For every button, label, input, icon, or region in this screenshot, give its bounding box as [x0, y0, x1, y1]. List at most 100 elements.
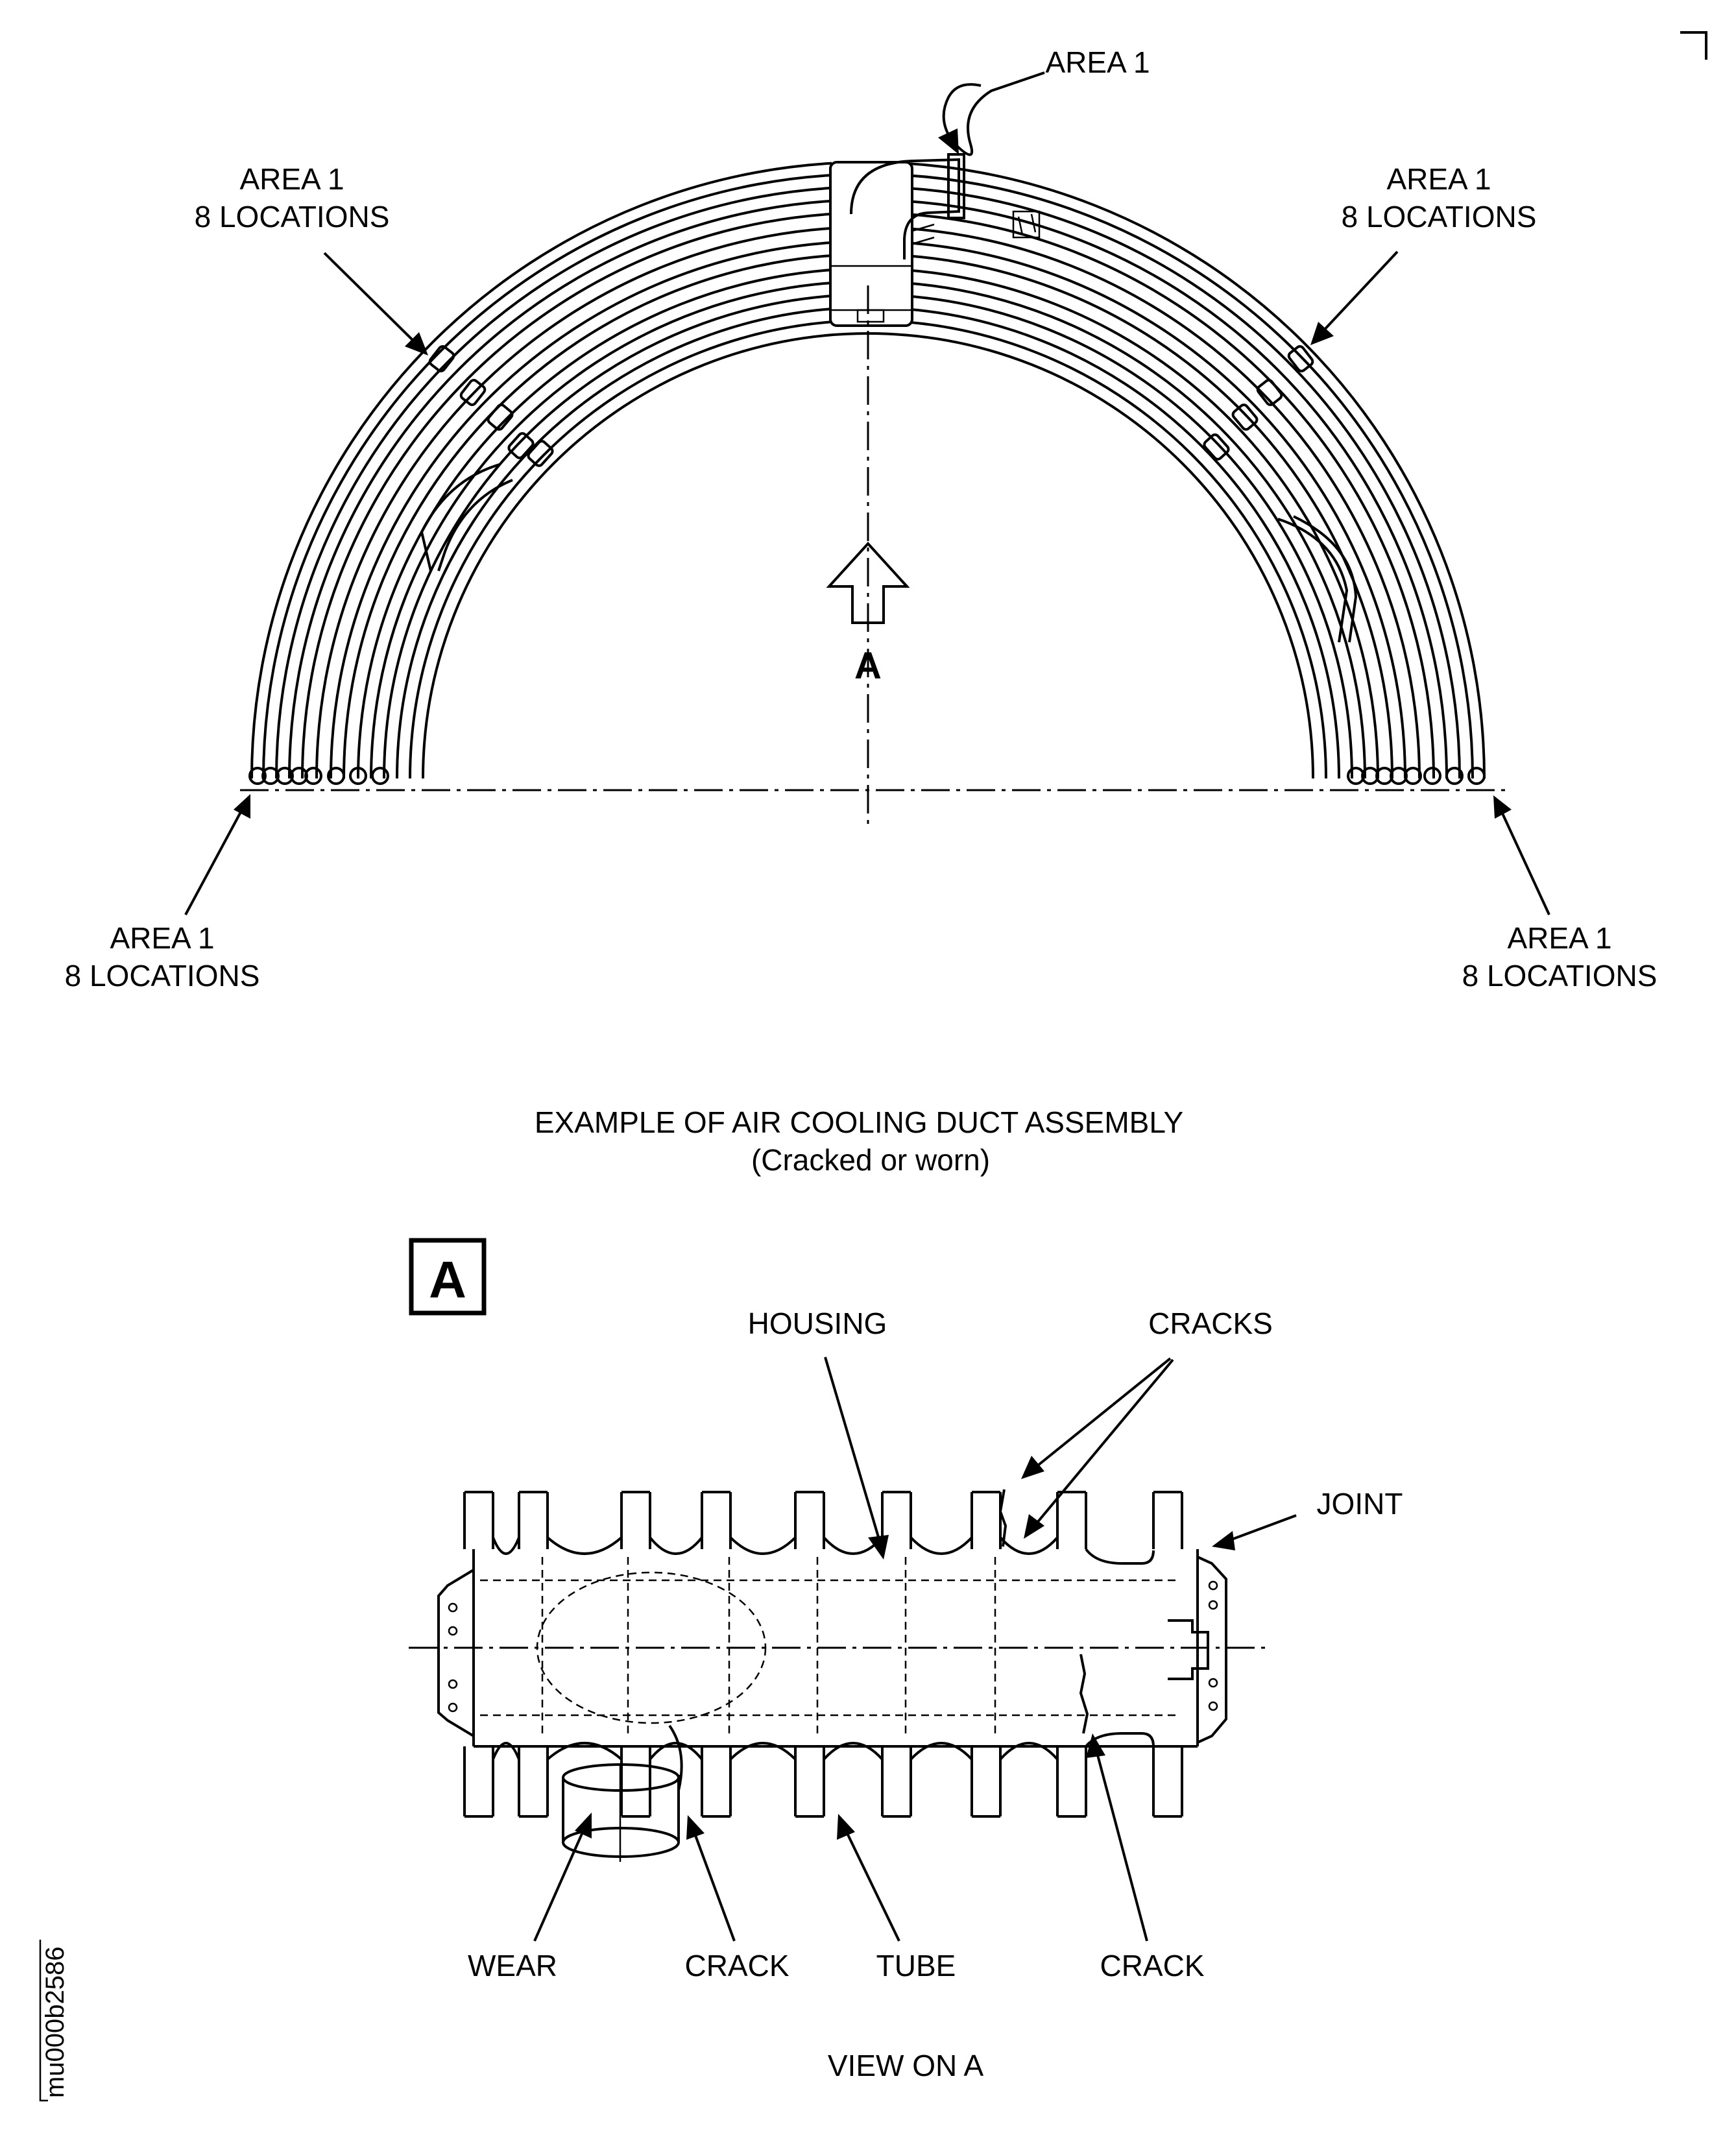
detail-label-letter: A: [429, 1251, 466, 1308]
housing-slot: [1085, 1492, 1155, 1565]
tube-arrowhead: [837, 1814, 855, 1840]
area1-upper-left-arrowhead: [405, 332, 428, 356]
area1-lower-left-leader: [184, 810, 243, 915]
housing-slot: [546, 1742, 623, 1816]
outlet-stub: [562, 1724, 683, 1862]
housing-slot: [649, 1742, 703, 1816]
joint-label: JOINT: [1317, 1487, 1403, 1521]
crack-right: [1079, 1654, 1089, 1734]
housing-slot: [910, 1492, 973, 1555]
upper-tube-fin: [463, 1491, 494, 1549]
area1-upper-left-line2: 8 LOCATIONS: [195, 200, 390, 234]
upper-tube-fin: [794, 1491, 825, 1549]
area1-upper-left-line1: AREA 1: [239, 162, 344, 196]
housing-arrowhead: [868, 1535, 889, 1560]
right-fittings: [1203, 345, 1358, 643]
joint-arrowhead: [1212, 1531, 1235, 1550]
lower-tube-fin: [1056, 1746, 1087, 1818]
housing-mask: [832, 156, 911, 327]
area1-lower-left-line1: AREA 1: [110, 921, 214, 955]
lower-tube-fin: [794, 1746, 825, 1818]
left-fittings: [420, 345, 554, 572]
upper-tube-fin: [1056, 1491, 1087, 1549]
tube-end-cap: [1445, 767, 1464, 785]
area1-lower-right-line1: AREA 1: [1507, 921, 1611, 955]
cracks-leader-1: [1034, 1357, 1172, 1469]
detail-caption: VIEW ON A: [828, 2049, 984, 2082]
housing-slot: [492, 1742, 520, 1816]
top-view-caption: EXAMPLE OF AIR COOLING DUCT ASSEMBLY: [535, 1105, 1183, 1139]
upper-tube-fins: [463, 1491, 1183, 1565]
view-arrow-label: A: [854, 645, 882, 687]
tube-end-cap: [1423, 767, 1441, 785]
housing-slot: [910, 1742, 973, 1816]
crack-upper: [998, 1489, 1007, 1547]
lower-tube-fin: [701, 1746, 732, 1818]
area1-upper-right-line1: AREA 1: [1386, 162, 1491, 196]
upper-tube-fin: [701, 1491, 732, 1549]
upper-tube-fin: [518, 1491, 549, 1549]
area1-upper-right-line2: 8 LOCATIONS: [1342, 200, 1537, 234]
wear-leader: [533, 1829, 585, 1942]
upper-tube-fin: [970, 1491, 1002, 1549]
lower-tube-fins: [463, 1732, 1183, 1818]
lower-tube-fin: [463, 1746, 494, 1818]
internal-tube-passages: [480, 1557, 1181, 1739]
area1-lower-left-line2: 8 LOCATIONS: [65, 959, 260, 993]
cracks-leader-2: [1035, 1358, 1174, 1524]
lower-tube-fin: [620, 1746, 651, 1818]
housing-leader: [824, 1356, 881, 1542]
housing-slot: [999, 1742, 1059, 1816]
joint-leader: [1229, 1514, 1297, 1541]
lower-tube-fin: [518, 1746, 549, 1818]
reference-code: mu000b2586: [41, 1946, 69, 2098]
crack-left-label: CRACK: [684, 1949, 789, 1982]
tube-leader: [845, 1830, 900, 1942]
crack-left-leader: [693, 1831, 736, 1942]
area1-upper-left-leader: [323, 252, 418, 345]
crack-right-label: CRACK: [1100, 1949, 1204, 1982]
wear-label: WEAR: [468, 1949, 557, 1982]
crack-right-leader: [1095, 1750, 1148, 1942]
housing-slot: [729, 1492, 797, 1555]
tube-end-caps: [248, 767, 1486, 785]
tube-end-cap: [1467, 767, 1486, 785]
tube-label: TUBE: [876, 1949, 956, 1982]
housing-label: HOUSING: [748, 1307, 887, 1340]
tube-end-cap: [304, 767, 322, 785]
corner-mark: [1680, 31, 1707, 60]
lower-tube-fin: [881, 1746, 912, 1818]
housing-slot: [729, 1742, 797, 1816]
tube-end-cap: [1404, 767, 1422, 785]
housing-slot: [649, 1492, 703, 1555]
crack-left-arrowhead: [686, 1815, 705, 1840]
area1-upper-right-arrowhead: [1310, 322, 1334, 345]
top-view-subcaption: (Cracked or worn): [751, 1143, 990, 1177]
tube-end-cap: [248, 767, 267, 785]
top-housing: [829, 153, 1041, 327]
right-flange: [1197, 1556, 1227, 1744]
housing-slot: [492, 1492, 520, 1555]
area1-upper-right-leader: [1321, 250, 1399, 333]
housing-slot: [823, 1742, 884, 1816]
wear-arrowhead: [575, 1813, 592, 1838]
area1-lower-left-arrowhead: [234, 794, 250, 819]
top-view: A AREA 1 AREA 1 8 LOCATIONS AREA 1 8 LOC…: [65, 45, 1658, 1177]
cracks-label: CRACKS: [1148, 1307, 1273, 1340]
reference-bracket: [39, 1940, 48, 2102]
tube-end-cap: [349, 767, 367, 785]
cracks-arrowhead-1: [1021, 1456, 1044, 1479]
view-arrow: [826, 542, 910, 624]
detail-view: A: [409, 1238, 1403, 2082]
area1-top-leader: [942, 71, 1045, 156]
detail-label-box: [409, 1238, 487, 1316]
lower-tube-fin: [1152, 1746, 1183, 1818]
lower-tube-fin: [970, 1746, 1002, 1818]
housing-body: [472, 1549, 1199, 1748]
area1-top-arrowhead: [938, 128, 959, 154]
upper-tube-fin: [1152, 1491, 1183, 1549]
upper-tube-fin: [620, 1491, 651, 1549]
tube-end-cap: [371, 767, 389, 785]
